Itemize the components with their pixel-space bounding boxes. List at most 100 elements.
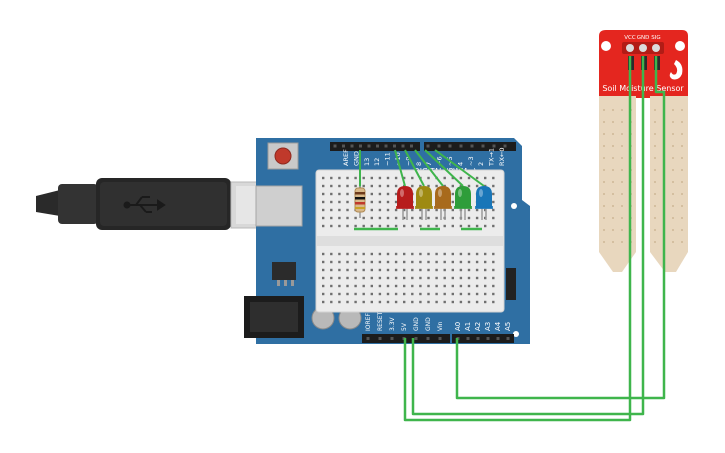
reset-button[interactable]: [267, 142, 299, 170]
breadboard-hole: [362, 224, 365, 228]
header-pin: [486, 337, 490, 340]
breadboard-hole: [451, 216, 454, 220]
breadboard-hole: [370, 224, 373, 228]
breadboard-hole: [386, 252, 390, 256]
header-pin: [437, 144, 441, 148]
breadboard-hole: [492, 300, 495, 304]
breadboard-hole: [394, 268, 398, 272]
breadboard-hole: [362, 292, 365, 296]
breadboard-hole: [484, 260, 487, 264]
breadboard-hole: [451, 292, 454, 296]
breadboard-hole: [475, 176, 479, 180]
breadboard-hole: [346, 200, 349, 204]
header-pin: [390, 337, 394, 340]
breadboard-hole: [354, 276, 357, 280]
breadboard-hole: [492, 276, 495, 280]
breadboard-hole: [484, 252, 487, 256]
breadboard-hole: [386, 200, 390, 204]
breadboard-hole: [403, 224, 406, 228]
header-pin: [414, 337, 418, 340]
header-pin: [378, 337, 382, 340]
breadboard-hole: [451, 276, 454, 280]
sensor-pin-label: VCC: [624, 35, 636, 41]
breadboard-hole: [354, 176, 357, 180]
led: [415, 186, 433, 220]
power-pin-label: 5V: [401, 322, 408, 331]
breadboard-hole: [403, 252, 406, 256]
breadboard-hole: [403, 208, 406, 212]
breadboard-hole: [378, 208, 382, 212]
breadboard-hole: [386, 292, 390, 296]
breadboard-hole: [492, 184, 495, 188]
breadboard-hole: [451, 184, 454, 188]
breadboard-hole: [330, 200, 333, 204]
probe-dot: [603, 229, 605, 231]
breadboard-hole: [484, 276, 487, 280]
breadboard-hole: [378, 252, 382, 256]
breadboard-hole: [338, 300, 341, 304]
breadboard-hole: [459, 260, 463, 264]
breadboard-hole: [378, 284, 382, 288]
breadboard-hole: [475, 260, 479, 264]
breadboard-hole: [459, 300, 463, 304]
breadboard-hole: [435, 216, 438, 220]
probe-dot: [612, 229, 614, 231]
breadboard-hole: [330, 252, 333, 256]
probe-dot: [621, 109, 623, 111]
breadboard-hole: [435, 276, 438, 280]
probe-dot: [654, 241, 656, 243]
breadboard-hole: [403, 276, 406, 280]
breadboard-hole: [435, 252, 438, 256]
breadboard-hole: [467, 252, 471, 256]
probe-dot: [672, 121, 674, 123]
breadboard-hole: [443, 276, 446, 280]
breadboard-hole: [475, 208, 479, 212]
breadboard-hole: [475, 292, 479, 296]
breadboard-hole: [386, 208, 390, 212]
breadboard-hole: [370, 216, 373, 220]
breadboard-hole: [330, 208, 333, 212]
header-pin: [350, 144, 354, 148]
breadboard-hole: [467, 260, 471, 264]
breadboard-hole: [338, 216, 341, 220]
header-pin: [506, 337, 510, 340]
breadboard-hole: [346, 184, 349, 188]
probe-dot: [621, 217, 623, 219]
probe-dot: [621, 181, 623, 183]
breadboard-hole: [394, 300, 398, 304]
led: [475, 186, 493, 220]
breadboard-hole: [492, 292, 495, 296]
breadboard-hole: [378, 176, 382, 180]
header-pin: [401, 144, 405, 148]
probe-dot: [681, 229, 683, 231]
breadboard-hole: [386, 284, 390, 288]
breadboard-hole: [459, 252, 463, 256]
header-pin: [333, 144, 337, 148]
breadboard-hole: [394, 224, 398, 228]
breadboard-hole: [467, 176, 471, 180]
digital-pin-label: 7: [425, 162, 433, 166]
breadboard-hole: [338, 200, 341, 204]
breadboard-hole: [330, 276, 333, 280]
breadboard-hole: [492, 200, 495, 204]
probe-dot: [672, 217, 674, 219]
breadboard-hole: [346, 292, 349, 296]
led-row: [396, 186, 493, 220]
resistor: [354, 186, 366, 218]
breadboard-hole: [411, 268, 414, 272]
breadboard-hole: [427, 208, 430, 212]
header-pin: [366, 337, 370, 340]
breadboard-hole: [322, 224, 325, 228]
breadboard-hole: [492, 268, 495, 272]
breadboard-hole: [451, 260, 454, 264]
breadboard-hole: [435, 292, 438, 296]
probe-dot: [603, 133, 605, 135]
sparkfun-flame-icon: [669, 60, 683, 80]
breadboard-center-channel: [316, 236, 504, 246]
probe-dot: [654, 217, 656, 219]
breadboard-hole: [378, 260, 382, 264]
breadboard-hole: [443, 268, 446, 272]
digital-pin-label: 13: [363, 158, 371, 166]
breadboard-hole: [322, 300, 325, 304]
breadboard-hole: [338, 260, 341, 264]
